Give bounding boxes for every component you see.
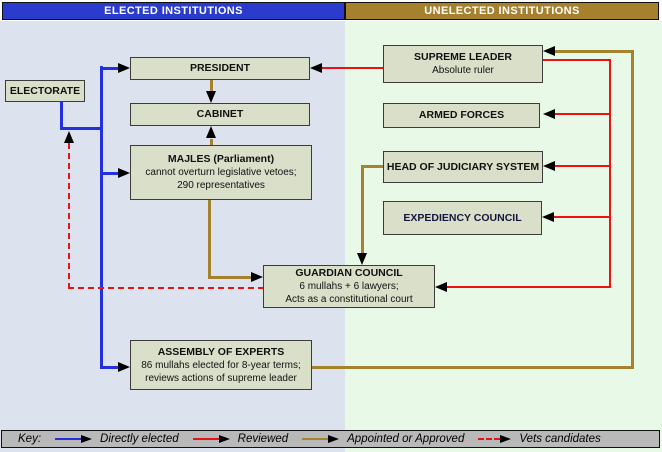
blue-line-to-assembly: [100, 366, 120, 369]
brown-line-majles-to-guardian-vertical: [208, 199, 211, 278]
brown-line-judiciary-to-guardian-horizontal: [361, 165, 383, 168]
elected-institutions-header: ELECTED INSTITUTIONS: [2, 2, 345, 20]
arrowhead-into-president-right: [310, 63, 322, 73]
majles-note-1: cannot overturn legislative vetoes;: [145, 167, 297, 178]
legend-bar: Key: Directly elected Reviewed Appointed…: [1, 430, 660, 448]
blue-line-from-electorate-vertical: [60, 102, 63, 130]
red-main-vertical-line: [609, 59, 611, 288]
judiciary-label: HEAD OF JUDICIARY SYSTEM: [386, 160, 540, 173]
expediency-council-box: EXPEDIENCY COUNCIL: [383, 201, 542, 235]
legend-label-reviewed: Reviewed: [237, 433, 289, 445]
electorate-label: ELECTORATE: [9, 84, 81, 97]
legend-label-appointed: Appointed or Approved: [347, 433, 465, 445]
majles-note-2: 290 representatives: [177, 180, 265, 191]
legend-item-directly-elected: Directly elected: [41, 433, 179, 445]
assembly-of-experts-box: ASSEMBLY OF EXPERTS 86 mullahs elected f…: [130, 340, 312, 390]
cabinet-label: CABINET: [196, 108, 244, 120]
red-line-to-guardian: [447, 286, 611, 288]
arrowhead-into-judiciary: [543, 161, 555, 171]
guardian-note-1: 6 mullahs + 6 lawyers;: [299, 281, 399, 292]
assembly-note-2: reviews actions of supreme leader: [145, 372, 297, 384]
red-line-to-judiciary: [555, 165, 611, 167]
brown-line-majles-to-cabinet: [210, 139, 213, 146]
assembly-title: ASSEMBLY OF EXPERTS: [157, 345, 285, 358]
brown-line-assembly-to-supreme-bottom: [311, 366, 634, 369]
red-dashed-arrow-icon: [478, 435, 512, 443]
cabinet-box: CABINET: [130, 103, 310, 126]
armed-forces-box: ARMED FORCES: [383, 103, 540, 128]
expediency-label: EXPEDIENCY COUNCIL: [403, 211, 522, 224]
head-of-judiciary-box: HEAD OF JUDICIARY SYSTEM: [383, 151, 543, 183]
arrowhead-into-assembly: [118, 362, 130, 372]
arrowhead-into-supreme-leader: [543, 46, 555, 56]
electorate-box: ELECTORATE: [5, 80, 85, 102]
legend-label-vets-candidates: Vets candidates: [519, 433, 601, 445]
brown-line-judiciary-to-guardian-vertical: [361, 165, 364, 253]
blue-arrow-icon: [55, 435, 93, 443]
president-box: PRESIDENT: [130, 57, 310, 80]
brown-line-majles-to-guardian-horizontal: [208, 276, 252, 279]
red-line-supreme-to-president: [322, 67, 383, 69]
arrowhead-into-guardian-right: [435, 282, 447, 292]
majles-box: MAJLES (Parliament) cannot overturn legi…: [130, 145, 312, 200]
legend-item-reviewed: Reviewed: [179, 433, 289, 445]
legend-label-directly-elected: Directly elected: [100, 433, 179, 445]
arrowhead-into-president: [118, 63, 130, 73]
brown-arrow-icon: [302, 435, 340, 443]
guardian-title: GUARDIAN COUNCIL: [295, 267, 403, 279]
legend-item-vets-candidates: Vets candidates: [464, 433, 601, 445]
majles-title: MAJLES (Parliament): [167, 153, 275, 165]
brown-line-assembly-to-supreme-vertical: [631, 50, 634, 369]
blue-line-to-majles: [100, 172, 120, 175]
unelected-institutions-header: UNELECTED INSTITUTIONS: [345, 2, 659, 20]
arrowhead-vets-candidates: [64, 131, 74, 143]
president-label: PRESIDENT: [189, 62, 251, 74]
blue-line-to-president: [100, 67, 120, 70]
dashed-line-guardian-to-electorate-vertical: [68, 143, 70, 289]
arrowhead-into-armed-forces: [543, 109, 555, 119]
red-line-supreme-exit: [543, 59, 611, 61]
arrowhead-into-guardian-top: [357, 253, 367, 265]
dashed-line-guardian-to-electorate-horizontal: [68, 287, 264, 289]
arrowhead-into-expediency: [542, 212, 554, 222]
guardian-council-box: GUARDIAN COUNCIL 6 mullahs + 6 lawyers; …: [263, 265, 435, 308]
unelected-panel-background: [345, 21, 662, 452]
arrowhead-into-cabinet-bottom: [206, 126, 216, 138]
armed-forces-label: ARMED FORCES: [418, 109, 505, 121]
arrowhead-into-guardian-left: [251, 272, 263, 282]
guardian-note-2: Acts as a constitutional court: [285, 294, 413, 305]
blue-main-vertical-line: [100, 66, 103, 369]
red-line-to-armed-forces: [555, 113, 611, 115]
brown-line-assembly-to-supreme-top: [555, 50, 634, 53]
supreme-leader-title: SUPREME LEADER: [413, 51, 512, 63]
arrowhead-into-majles: [118, 168, 130, 178]
assembly-note-1: 86 mullahs elected for 8-year terms;: [141, 359, 301, 371]
supreme-leader-box: SUPREME LEADER Absolute ruler: [383, 45, 543, 83]
supreme-leader-note: Absolute ruler: [432, 65, 494, 76]
blue-line-from-electorate-horizontal: [60, 127, 103, 130]
legend-key-label: Key:: [18, 433, 42, 445]
red-line-to-expediency: [554, 216, 611, 218]
brown-line-president-to-cabinet: [210, 80, 213, 92]
red-arrow-icon: [192, 435, 230, 443]
arrowhead-into-cabinet-top: [206, 91, 216, 103]
legend-item-appointed: Appointed or Approved: [288, 433, 464, 445]
